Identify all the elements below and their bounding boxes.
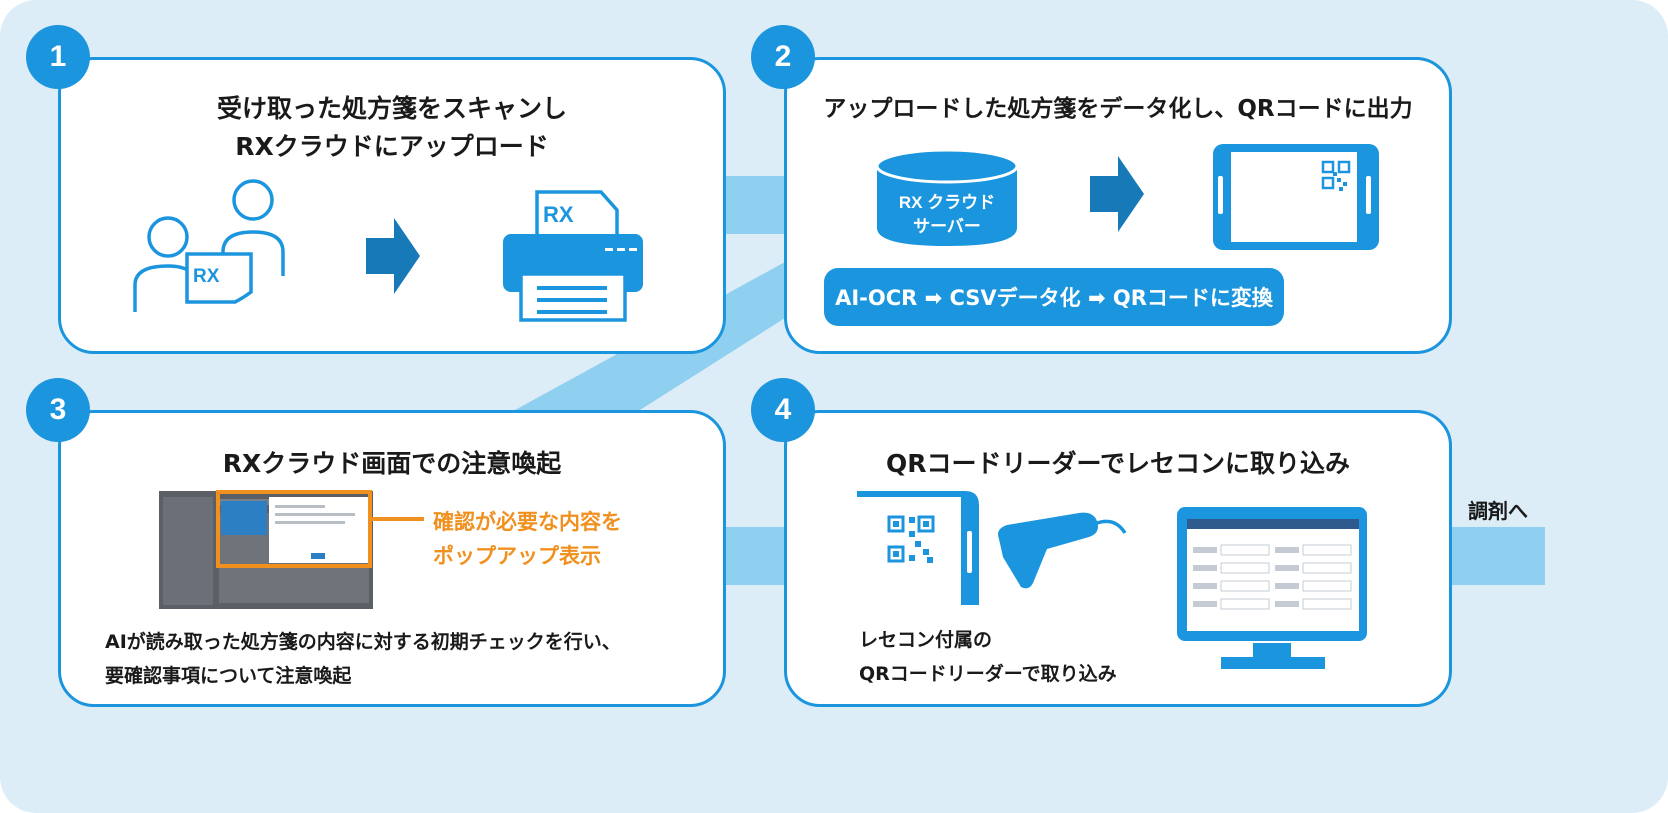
server-line-2: サーバー [913, 217, 981, 236]
step-2-card: アップロードした処方箋をデータ化し、QRコードに出力 RX クラウド サーバー … [784, 57, 1452, 354]
step-4-description: レセコン付属の QRコードリーダーで取り込み [859, 623, 1117, 691]
qr-tablet-icon [857, 491, 979, 605]
step-1-title-line-2: RXクラウドにアップロード [235, 132, 549, 161]
document-icon: RX [185, 252, 253, 304]
step-3-description-line-2: 要確認事項について注意喚起 [105, 665, 352, 687]
printer-label: RX [543, 202, 574, 227]
tablet-icon [1213, 144, 1379, 250]
step-2-title: アップロードした処方箋をデータ化し、QRコードに出力 [823, 96, 1413, 122]
qr-code-icon [887, 515, 935, 563]
step-2-badge: 2 [751, 25, 815, 89]
step-1-badge: 1 [26, 25, 90, 89]
step-4-badge: 4 [751, 378, 815, 442]
screenshot-icon [159, 491, 373, 609]
monitor-icon [1177, 507, 1367, 669]
step-4-description-line-1: レセコン付属の [859, 629, 993, 651]
step-3-title: RXクラウド画面での注意喚起 [222, 449, 562, 478]
server-line-1: RX クラウド [899, 193, 995, 212]
step-4-title: QRコードリーダーでレセコンに取り込み [885, 449, 1350, 478]
callout-connector-line [372, 517, 424, 521]
arrow-right-icon [1090, 156, 1144, 232]
barcode-scanner-icon [998, 512, 1127, 589]
callout-text: 確認が必要な内容を ポップアップ表示 [433, 505, 622, 573]
step-3-badge: 3 [26, 378, 90, 442]
database-icon: RX クラウド サーバー [875, 148, 1019, 246]
step-1-title-line-1: 受け取った処方箋をスキャンし [216, 94, 567, 123]
callout-highlight-box [216, 490, 372, 568]
step-1-title: 受け取った処方箋をスキャンし RXクラウドにアップロード [61, 90, 723, 166]
callout-line-1: 確認が必要な内容を [433, 510, 622, 534]
printer-icon: RX [503, 190, 643, 322]
step-4-card: QRコードリーダーでレセコンに取り込み [784, 410, 1452, 707]
next-step-label: 調剤へ [1468, 499, 1528, 523]
document-label: RX [193, 266, 220, 287]
step-3-description: AIが読み取った処方箋の内容に対する初期チェックを行い、 要確認事項について注意… [105, 625, 621, 693]
qr-code-icon [1321, 160, 1351, 191]
step-4-description-line-2: QRコードリーダーで取り込み [859, 663, 1117, 685]
step-3-description-line-1: AIが読み取った処方箋の内容に対する初期チェックを行い、 [105, 631, 621, 653]
step-1-card: 受け取った処方箋をスキャンし RXクラウドにアップロード RX RX [58, 57, 726, 354]
step-3-card: RXクラウド画面での注意喚起 確認が必要な内容を ポップアップ表示 AIが読み取… [58, 410, 726, 707]
callout-line-2: ポップアップ表示 [433, 544, 601, 568]
arrow-right-icon [366, 218, 420, 294]
process-pill: AI-OCR ➡ CSVデータ化 ➡ QRコードに変換 [824, 268, 1284, 326]
